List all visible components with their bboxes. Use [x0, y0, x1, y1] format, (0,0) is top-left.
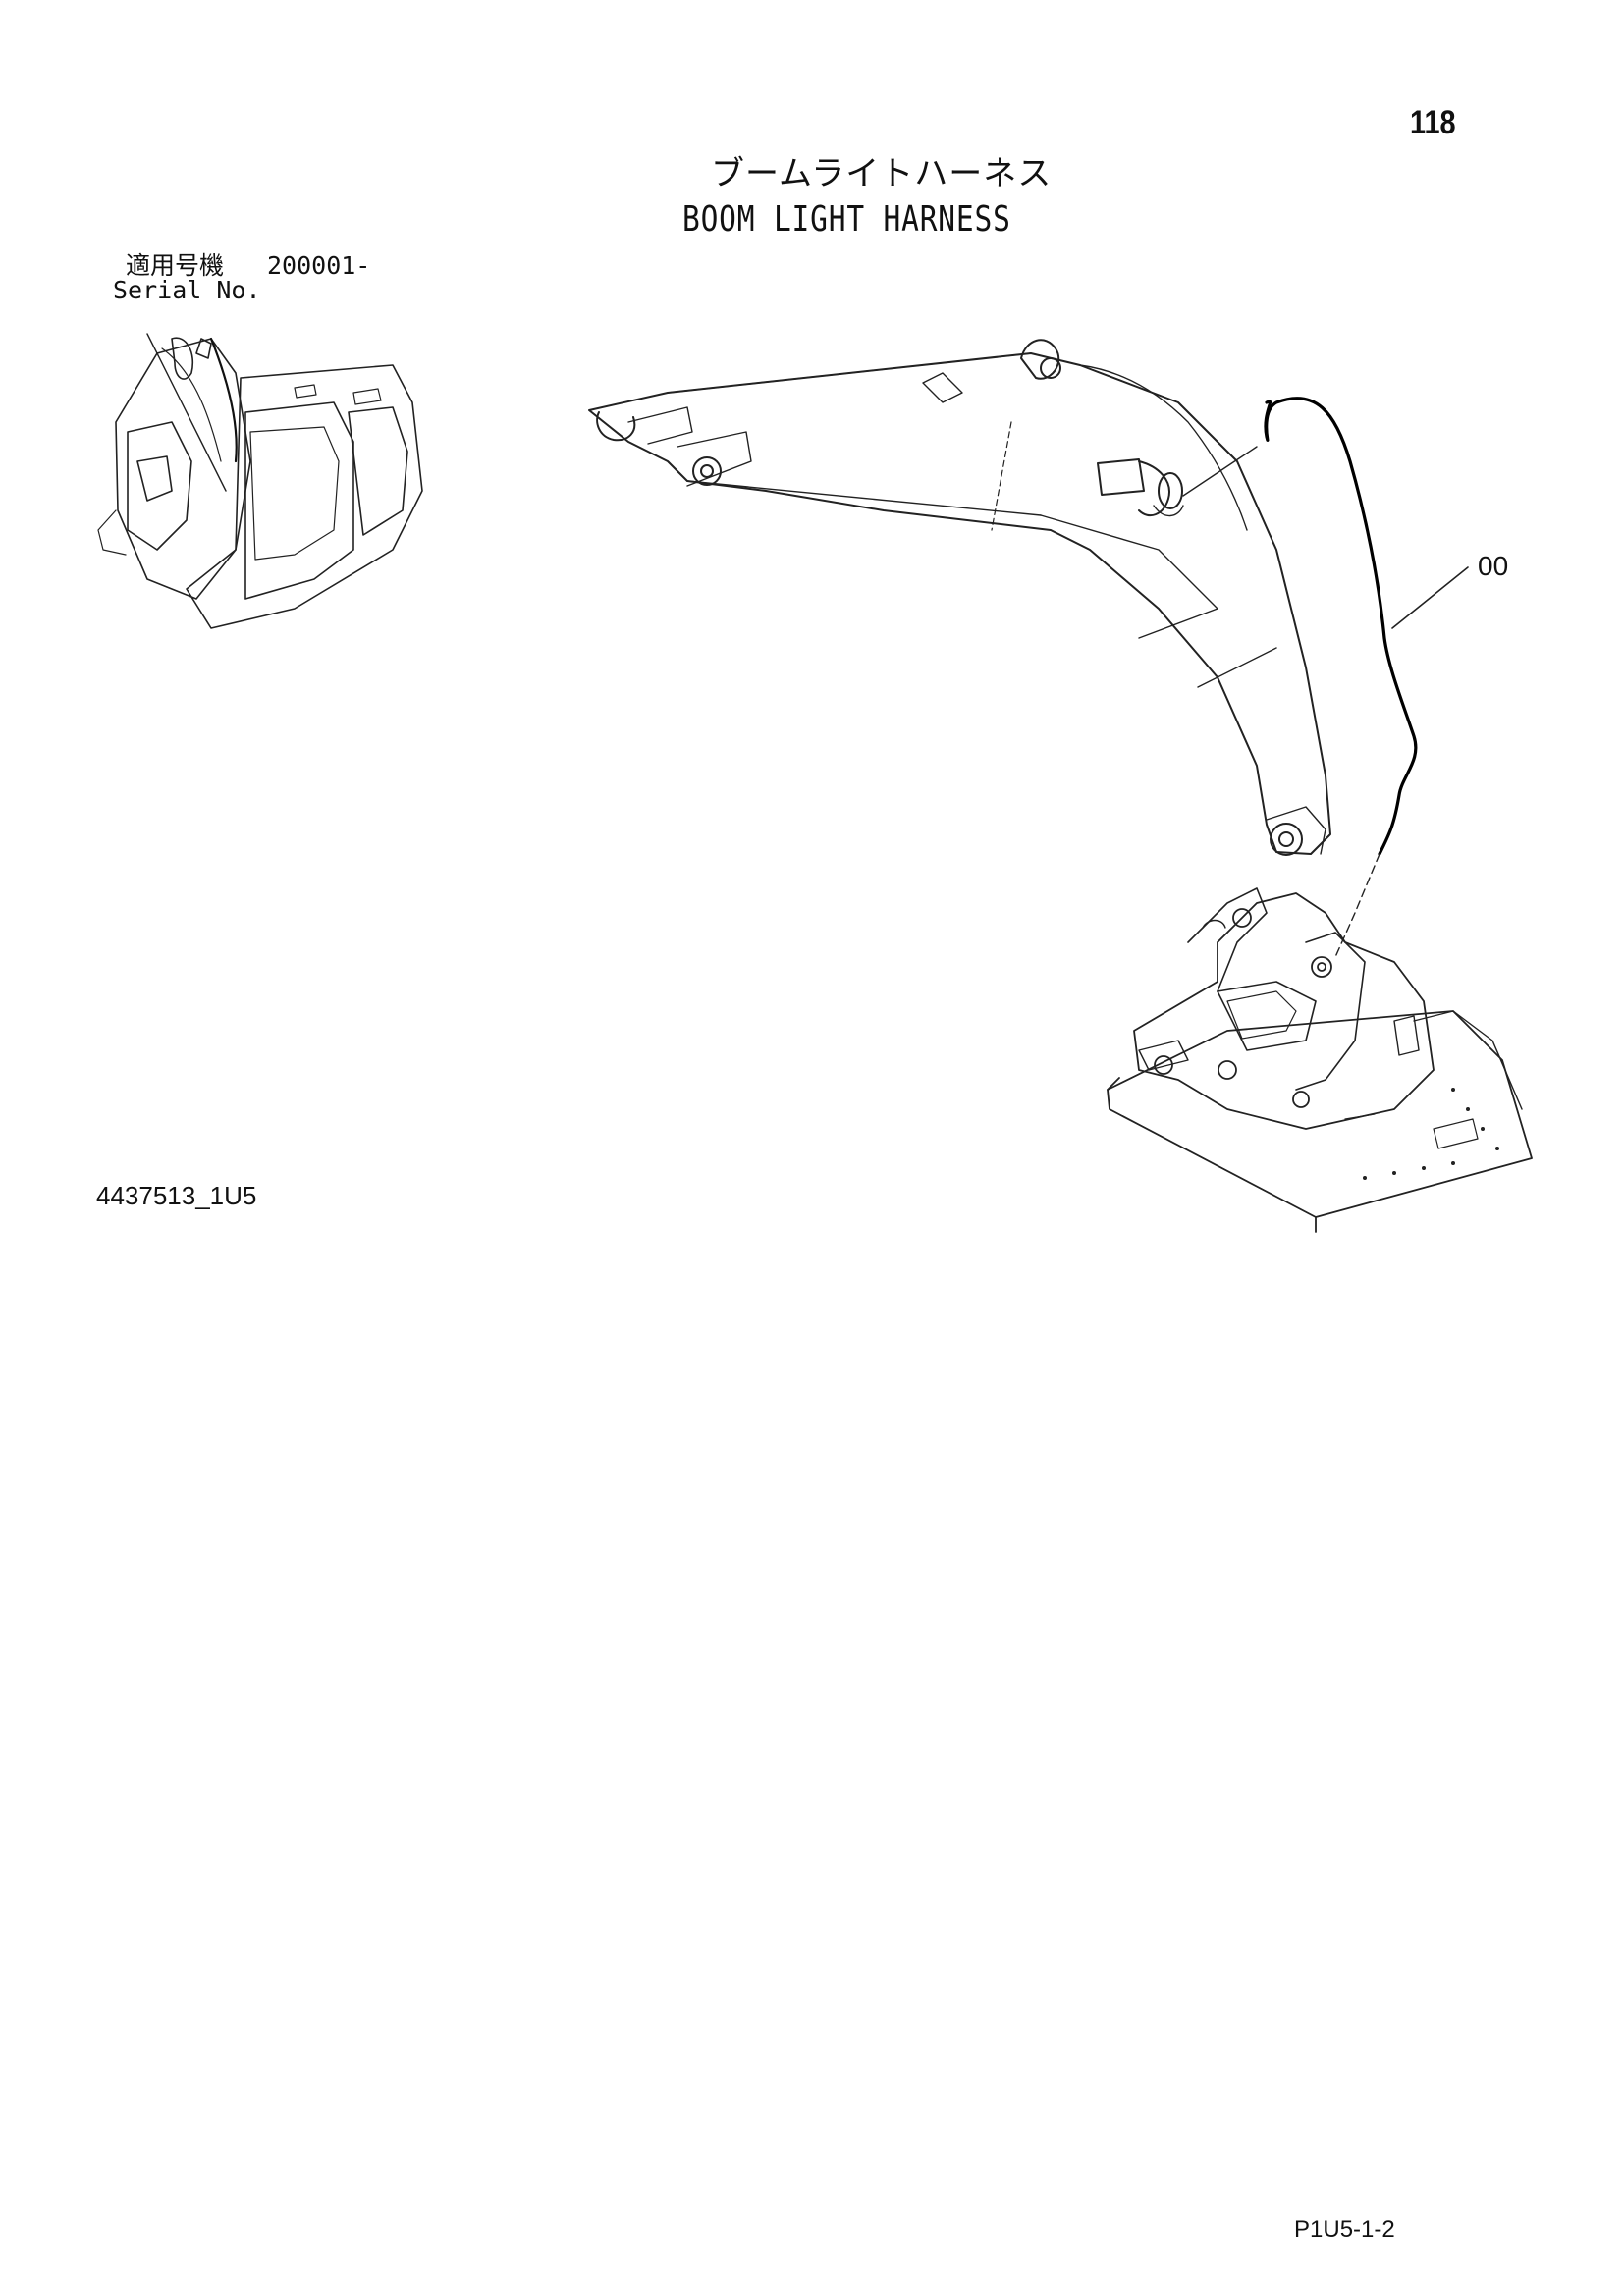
- boom-illustration: [588, 339, 1331, 856]
- main-frame-illustration: [1107, 887, 1533, 1233]
- serial-range: 200001-: [267, 251, 371, 280]
- machine-overview-illustration: [97, 333, 423, 629]
- serial-label-japanese: 適用号機: [126, 251, 225, 280]
- callout-leader-line: [1391, 566, 1469, 629]
- boom-light: [1097, 446, 1258, 517]
- page-number: 118: [1410, 104, 1456, 141]
- drawing-code: 4437513_1U5: [96, 1181, 257, 1210]
- title-english: BOOM LIGHT HARNESS: [682, 199, 1011, 240]
- callout-label: 00: [1478, 551, 1509, 581]
- title-japanese: ブームライトハーネス: [711, 154, 1053, 193]
- serial-label-english: Serial No.: [113, 276, 261, 304]
- harness-routing-dashed-line: [1334, 853, 1380, 958]
- boom-light-harness-wire: [1264, 397, 1418, 856]
- page-code: P1U5-1-2: [1294, 2216, 1395, 2243]
